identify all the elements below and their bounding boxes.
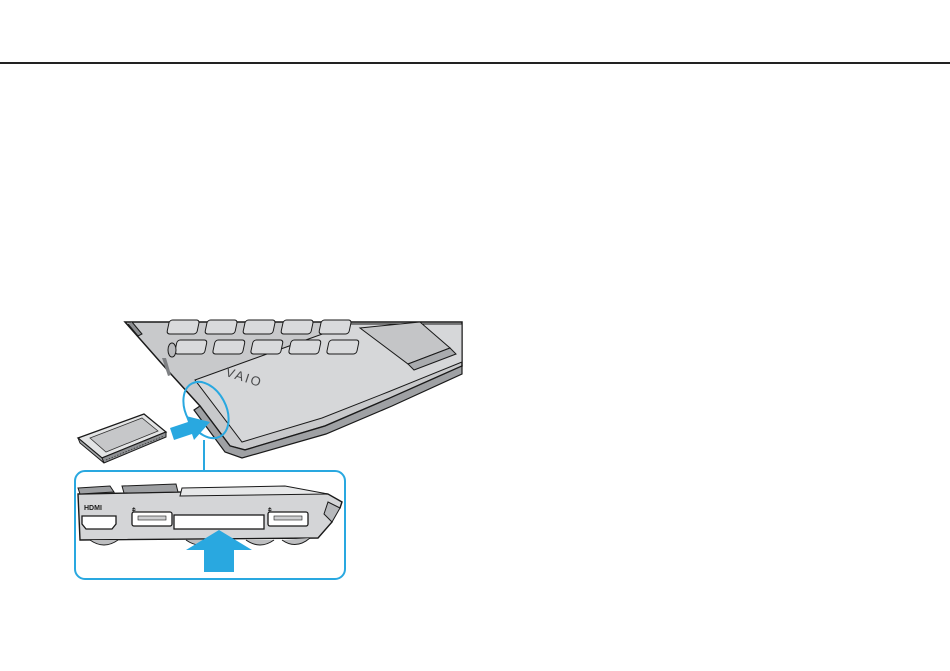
expresscard-module (78, 414, 166, 463)
hdmi-label: HDMI (84, 505, 102, 512)
expresscard-slot (174, 515, 264, 529)
side-view-panel: HDMI ⇞ ⇞ (75, 471, 345, 579)
expresscard-insertion-illustration: VAIO HD (70, 318, 470, 588)
header-rule (0, 62, 950, 64)
